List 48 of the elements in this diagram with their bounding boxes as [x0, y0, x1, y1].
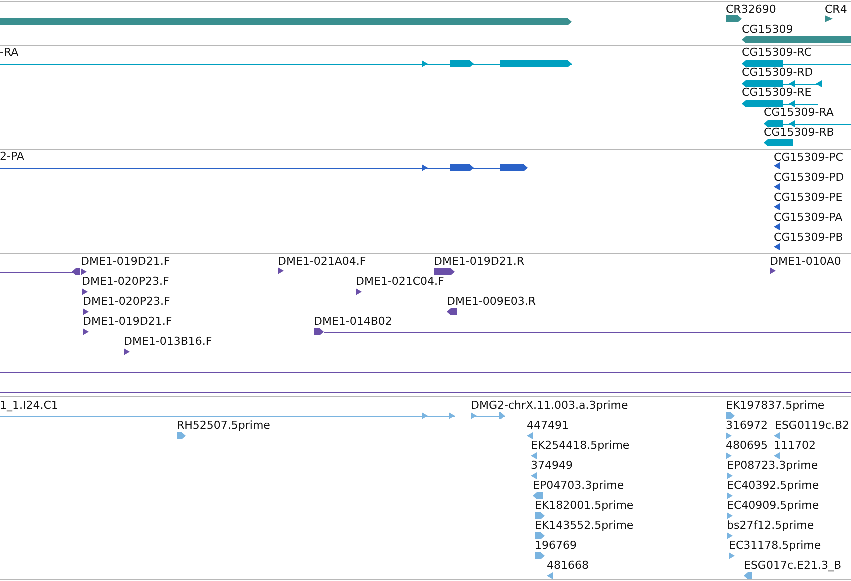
feature-label: EC31178.5prime [729, 539, 822, 552]
feature-label: EP04703.3prime [533, 479, 624, 492]
feature-label: CG15309-RA [764, 106, 834, 119]
feature-label: CR32690 [726, 3, 776, 16]
feature-label: 480695 [726, 439, 768, 452]
feature-label: CG15309-PC [774, 151, 844, 164]
feature-label: EP08723.3prime [727, 459, 818, 472]
feature-label: CG15309-RB [764, 126, 834, 139]
feature-label: DME1-021C04.F [356, 275, 444, 288]
feature-label: bs27f12.5prime [727, 519, 814, 532]
feature-label: EC40392.5prime [727, 479, 820, 492]
feature-label: ESG017c.E21.3_B [744, 559, 842, 572]
feature-label: 374949 [531, 459, 573, 472]
feature-label: CG15309-RD [742, 66, 814, 79]
feature-label: DMG2-chrX.11.003.a.3prime [471, 399, 628, 412]
feature-label: CG15309-RE [742, 86, 812, 99]
feature-label: DME1-014B02 [314, 315, 392, 328]
feature-label: 111702 [774, 439, 816, 452]
feature-label: CG15309-RC [742, 46, 812, 59]
feature-label: EK182001.5prime [535, 499, 634, 512]
feature-label: EK197837.5prime [726, 399, 825, 412]
feature-label: ESG0119c.B2 [775, 419, 850, 432]
feature-label: CR4 [825, 3, 848, 16]
feature-label: DME1-009E03.R [447, 295, 536, 308]
feature-label: EK143552.5prime [535, 519, 634, 532]
feature-label: DME1-020P23.F [82, 275, 170, 288]
feature-label: RH52507.5prime [177, 419, 270, 432]
feature-label: 447491 [527, 419, 569, 432]
feature-label: CG15309-PE [774, 191, 843, 204]
feature-label: EK254418.5prime [531, 439, 630, 452]
feature-label: 481668 [547, 559, 589, 572]
feature-label: DME1-019D21.F [83, 315, 172, 328]
feature-label: CG15309-PD [774, 171, 844, 184]
feature-label: CG15309-PA [774, 211, 843, 224]
feature-label: -RA [0, 46, 19, 59]
feature-label: DME1-013B16.F [124, 335, 212, 348]
feature-label: EC40909.5prime [727, 499, 820, 512]
feature-label: 1_1.I24.C1 [0, 399, 58, 412]
feature-label: DME1-020P23.F [83, 295, 170, 308]
feature-label: 196769 [535, 539, 577, 552]
feature-label: DME1-021A04.F [278, 255, 366, 268]
feature-label: 2-PA [0, 150, 24, 163]
feature-label: 316972 [726, 419, 768, 432]
feature-label: DME1-019D21.F [81, 255, 170, 268]
feature-label: DME1-010A0 [770, 255, 842, 268]
feature-label: CG15309-PB [774, 231, 844, 244]
feature-label: CG15309 [742, 23, 794, 36]
feature-label: DME1-019D21.R [434, 255, 524, 268]
